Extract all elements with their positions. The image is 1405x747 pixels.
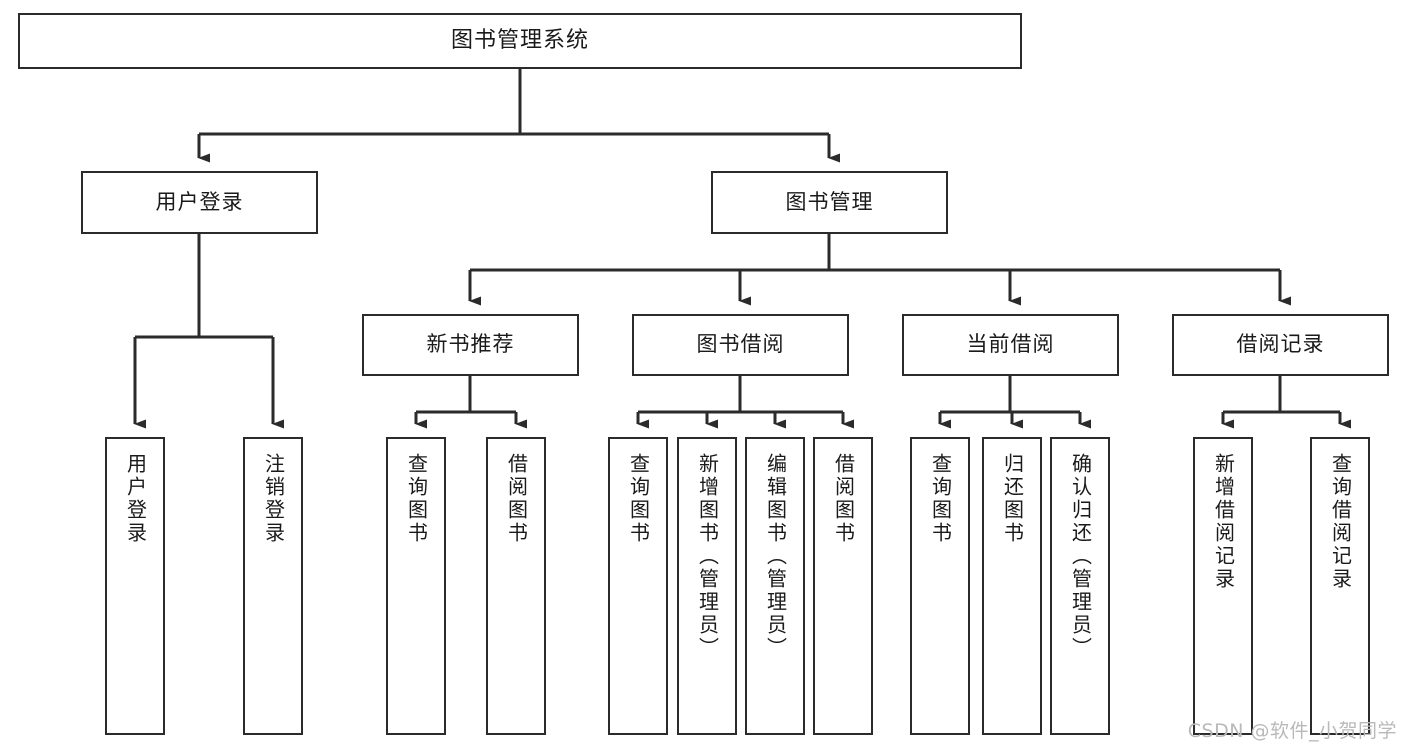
node-label: 查询借阅记录 xyxy=(1328,453,1353,591)
node-label: 借阅记录 xyxy=(1236,332,1325,357)
node-label: 图书借阅 xyxy=(696,332,785,357)
node-label: 查询图书 xyxy=(626,453,651,545)
node-label: 用户登录 xyxy=(123,453,148,545)
node-label: 编辑图书（管理员） xyxy=(763,453,788,660)
node-level3-current-borrow[interactable]: 当前借阅 xyxy=(902,314,1119,376)
node-level2-user-login[interactable]: 用户登录 xyxy=(81,171,318,234)
node-level3-book-borrow[interactable]: 图书借阅 xyxy=(632,314,849,376)
node-label: 新书推荐 xyxy=(426,332,515,357)
node-label: 借阅图书 xyxy=(504,453,529,545)
node-leaf-leaf-edit-book[interactable]: 编辑图书（管理员） xyxy=(745,437,805,735)
watermark-text: CSDN @软件_小贺同学 xyxy=(1187,720,1397,742)
node-label: 注销登录 xyxy=(261,453,286,545)
node-leaf-leaf-query-book-br[interactable]: 查询图书 xyxy=(608,437,668,735)
node-label: 新增图书（管理员） xyxy=(695,453,720,660)
node-leaf-leaf-query-record[interactable]: 查询借阅记录 xyxy=(1310,437,1370,735)
node-leaf-leaf-add-record[interactable]: 新增借阅记录 xyxy=(1193,437,1253,735)
node-leaf-leaf-add-book[interactable]: 新增图书（管理员） xyxy=(677,437,737,735)
node-level3-new-book-rec[interactable]: 新书推荐 xyxy=(362,314,579,376)
node-label: 归还图书 xyxy=(1000,453,1025,545)
node-level2-book-manage[interactable]: 图书管理 xyxy=(711,171,948,234)
node-root[interactable]: 图书管理系统 xyxy=(18,13,1022,69)
node-label: 用户登录 xyxy=(155,189,244,214)
node-label: 确认归还（管理员） xyxy=(1068,453,1093,660)
node-leaf-leaf-query-book-cb[interactable]: 查询图书 xyxy=(910,437,970,735)
node-label: 图书管理 xyxy=(785,189,874,214)
node-leaf-leaf-return-book[interactable]: 归还图书 xyxy=(982,437,1042,735)
node-label: 新增借阅记录 xyxy=(1211,453,1236,591)
node-leaf-leaf-borrow-book-rec[interactable]: 借阅图书 xyxy=(486,437,546,735)
node-label: 借阅图书 xyxy=(831,453,856,545)
node-label: 查询图书 xyxy=(404,453,429,545)
node-level3-borrow-record[interactable]: 借阅记录 xyxy=(1172,314,1389,376)
node-label: 查询图书 xyxy=(928,453,953,545)
node-label: 图书管理系统 xyxy=(450,27,589,53)
node-leaf-leaf-borrow-book-br[interactable]: 借阅图书 xyxy=(813,437,873,735)
node-leaf-leaf-user-logout[interactable]: 注销登录 xyxy=(243,437,303,735)
node-label: 当前借阅 xyxy=(966,332,1055,357)
node-leaf-leaf-confirm-return[interactable]: 确认归还（管理员） xyxy=(1050,437,1110,735)
node-leaf-leaf-query-book-rec[interactable]: 查询图书 xyxy=(386,437,446,735)
node-leaf-leaf-user-login[interactable]: 用户登录 xyxy=(105,437,165,735)
